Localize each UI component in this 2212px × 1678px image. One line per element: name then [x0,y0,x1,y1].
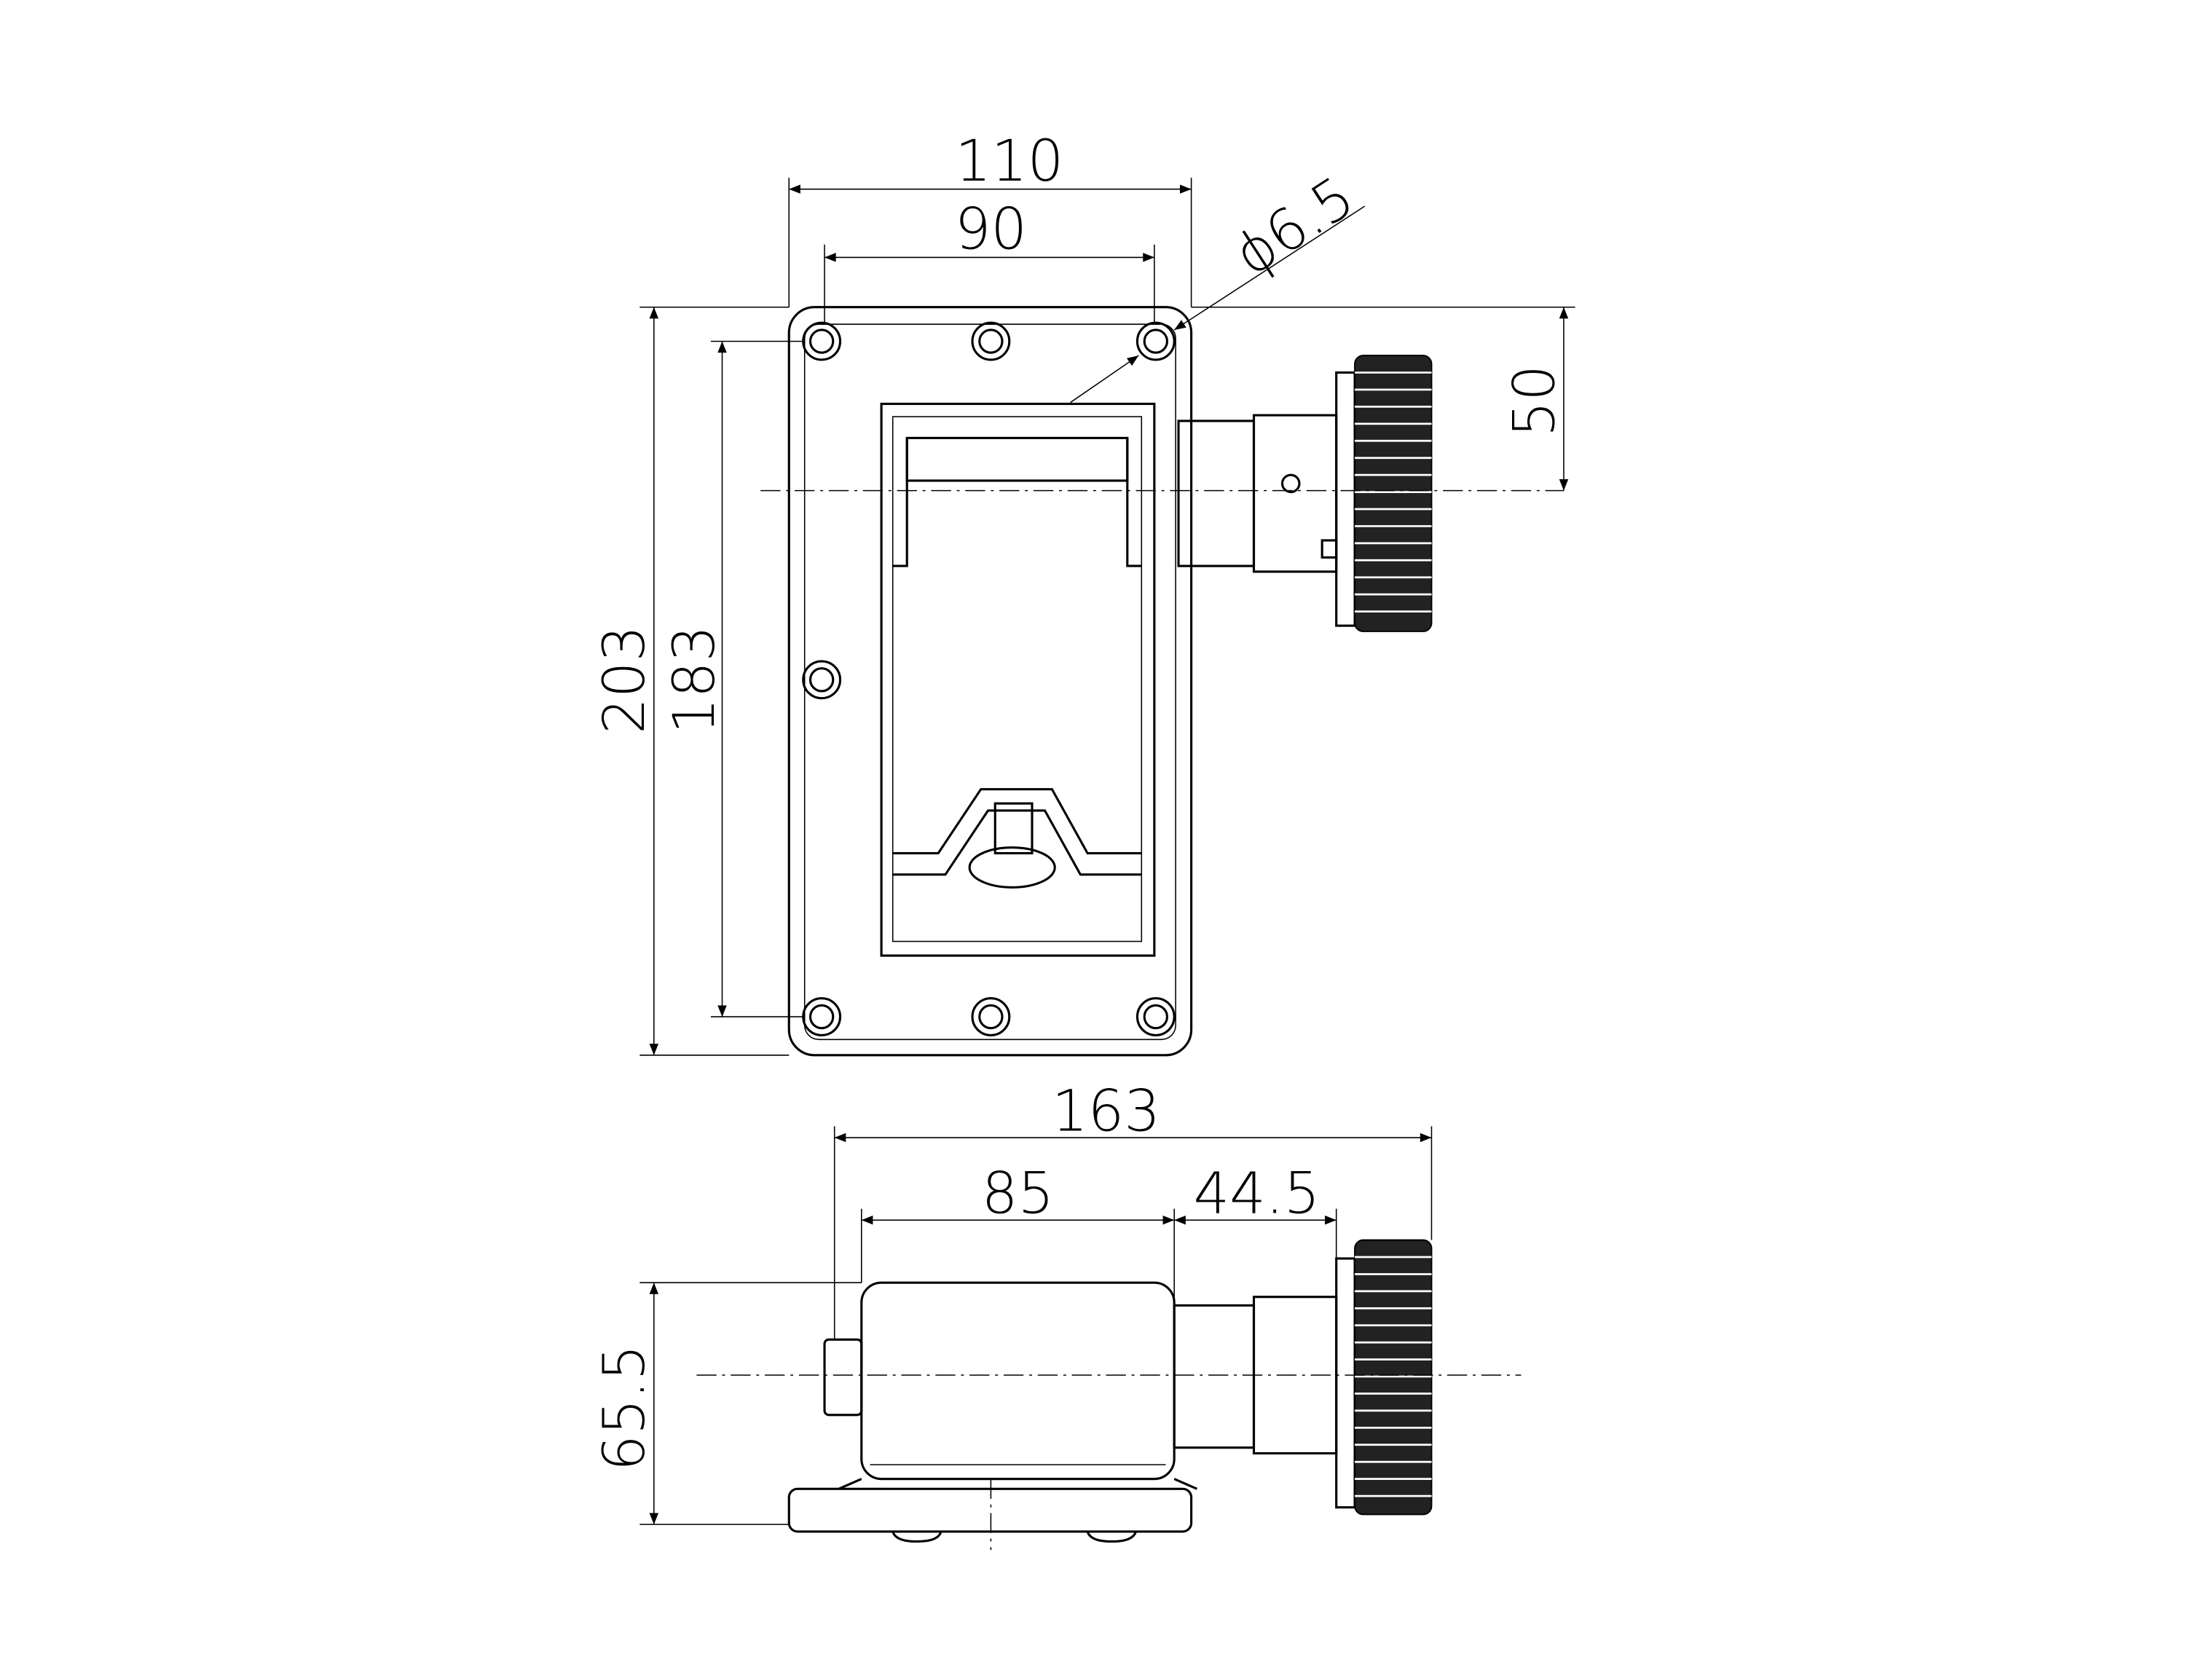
plunger-connector-side [1173,1257,1356,1509]
handle-recess [880,402,1156,957]
knob-side [1354,1239,1433,1516]
dim-hole-spacing-height: 183 [662,626,728,734]
dim-hole-spacing-width: 90 [955,197,1027,263]
body [860,1281,1176,1481]
top-view: 110 90 ϕ6.5 50 203 183 [592,129,1575,1057]
mounting-plate [787,306,1193,1057]
base-plate [787,1487,1193,1533]
dim-body-length: 85 [982,1162,1054,1227]
dim-overall-height: 203 [592,626,658,734]
dim-overall-width: 110 [955,129,1063,194]
dim-connector-length: 44.5 [1193,1162,1320,1227]
plunger-connector [1177,371,1356,627]
side-view: 163 85 44.5 65.5 [592,1079,1522,1551]
dim-overall-length: 163 [1052,1079,1160,1144]
dim-hole-diameter: ϕ6.5 [1223,164,1366,288]
dim-connector-offset: 50 [1502,365,1567,437]
nut [823,1338,863,1417]
dim-height: 65.5 [592,1344,658,1471]
knob [1354,355,1433,632]
mounting-holes [802,321,1176,1037]
